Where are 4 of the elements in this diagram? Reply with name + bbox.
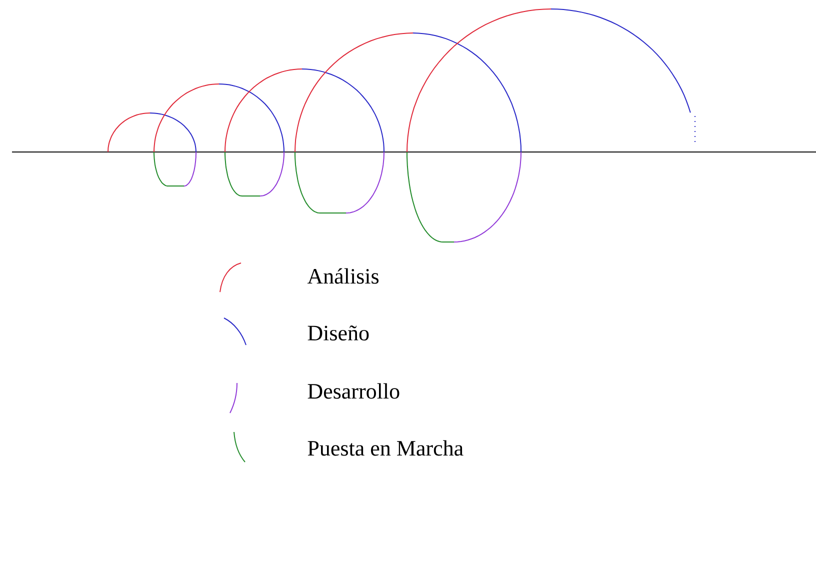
legend-label: Desarrollo xyxy=(308,383,400,399)
legend-label: Puesta en Marcha xyxy=(308,440,464,456)
legend-label: Análisis xyxy=(307,268,379,284)
legend-label: Diseño xyxy=(308,326,369,341)
